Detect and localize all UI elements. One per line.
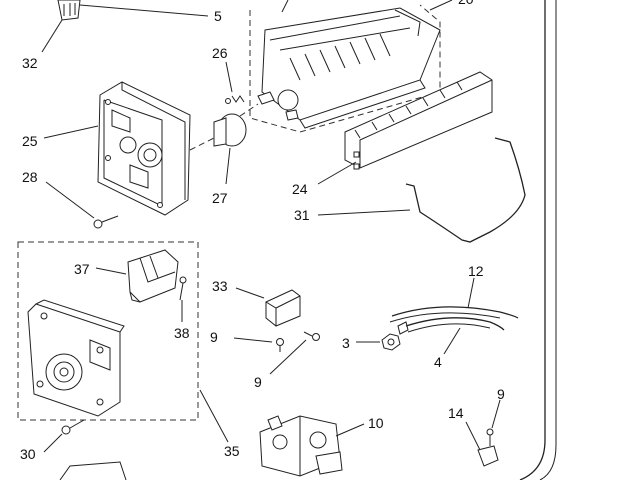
callout-20: 20 (458, 0, 474, 7)
screw-28-shape (93, 215, 119, 229)
callout-labels: 5 32 26 20 25 28 27 24 31 37 38 33 12 9 … (20, 0, 505, 462)
tube-shapes (389, 306, 519, 335)
callout-33: 33 (212, 278, 228, 294)
housing-shape (97, 81, 191, 216)
callout-9a: 9 (210, 329, 218, 345)
page-border (519, 0, 557, 480)
ejector-shape (344, 71, 493, 170)
nut-3-shape (381, 333, 401, 351)
callout-10: 10 (368, 415, 384, 431)
part-14-shape (477, 428, 499, 467)
mold-group-outline (249, 4, 441, 133)
bottom-left-fragment (59, 461, 127, 480)
part-27-shape (189, 103, 259, 151)
part-32-shape (57, 0, 81, 21)
callout-27: 27 (212, 190, 228, 206)
callout-12: 12 (468, 263, 484, 279)
callout-35: 35 (224, 443, 240, 459)
callout-4: 4 (434, 354, 442, 370)
part-33-shape (265, 289, 301, 327)
callout-38: 38 (174, 325, 190, 341)
part-37-shape (127, 249, 179, 303)
callout-37: 37 (74, 261, 90, 277)
callout-25: 25 (22, 133, 38, 149)
callout-31: 31 (294, 207, 310, 223)
screw-9-shapes (276, 331, 320, 352)
ice-mold-shape (261, 7, 441, 129)
shutoff-arm-shape (405, 137, 526, 243)
callout-9b: 9 (254, 374, 262, 390)
screw-38-shape (179, 276, 187, 301)
callout-28: 28 (22, 169, 38, 185)
drive-plate-shape (27, 299, 125, 417)
callout-5: 5 (214, 8, 222, 24)
screw-30-shape (61, 419, 85, 435)
leader-lines (41, 0, 501, 453)
motor-group-outline (17, 241, 199, 421)
part-26-shape (225, 95, 245, 104)
water-valve-shape (259, 415, 343, 477)
callout-30: 30 (20, 446, 36, 462)
callout-32: 32 (22, 55, 38, 71)
callout-3: 3 (342, 335, 350, 351)
callout-9c: 9 (497, 386, 505, 402)
callout-24: 24 (292, 181, 308, 197)
callout-14: 14 (448, 405, 464, 421)
callout-26: 26 (212, 45, 228, 61)
shaft-shape (257, 91, 299, 121)
